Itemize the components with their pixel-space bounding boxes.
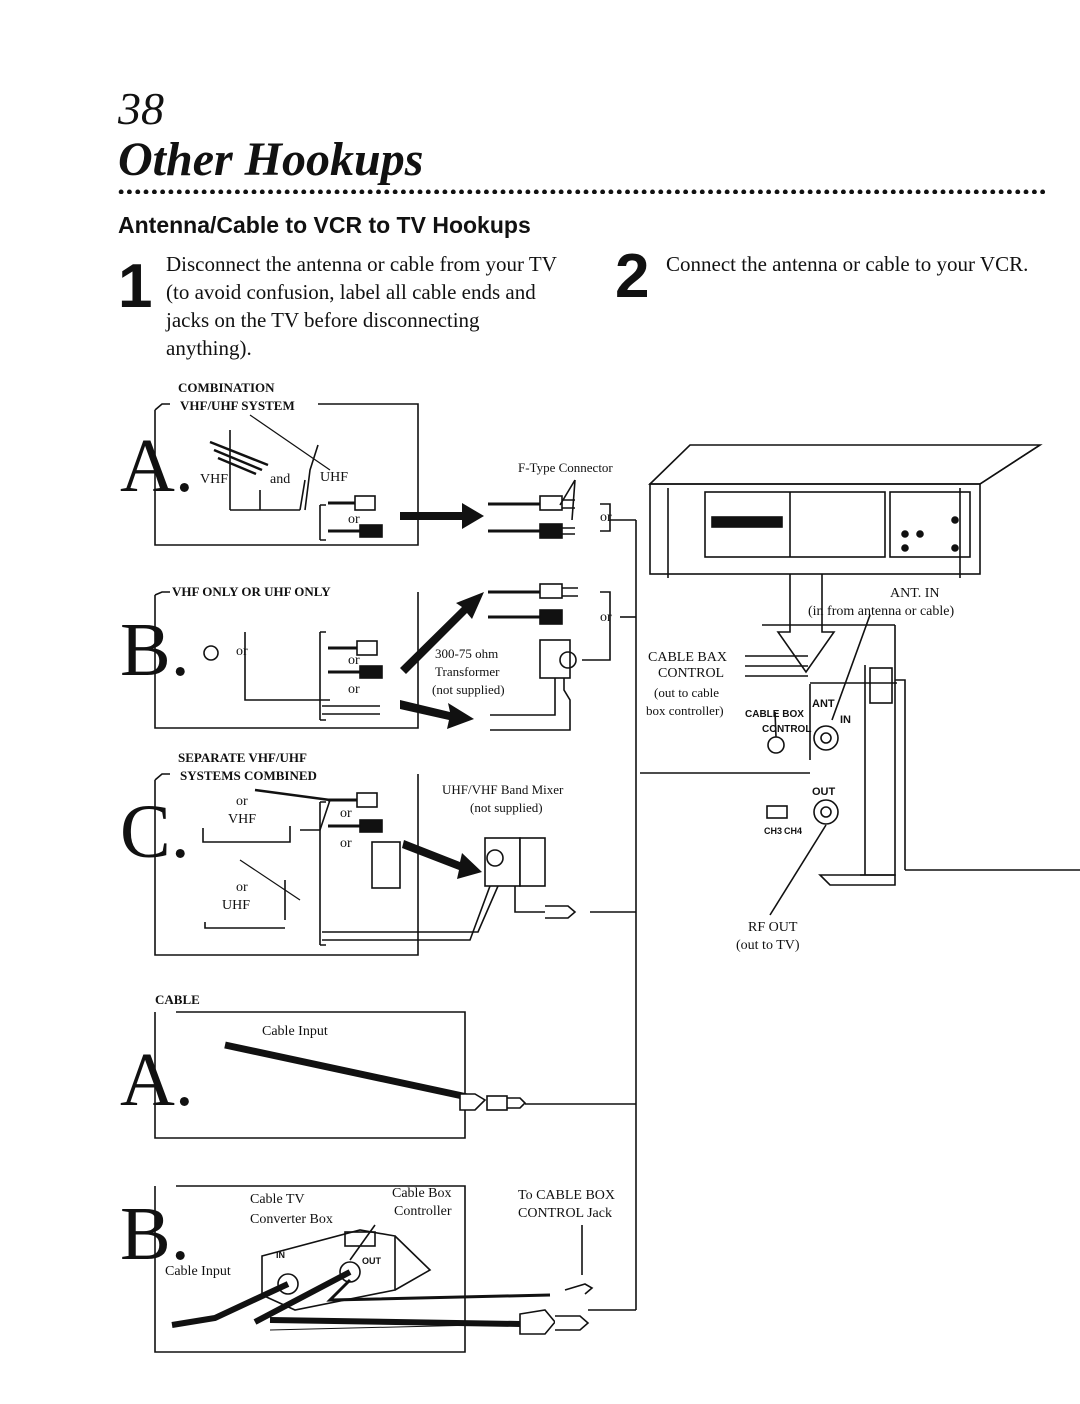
controller-line-2: Controller [394, 1204, 452, 1219]
transformer-line-3: (not supplied) [432, 682, 505, 697]
rf-out-label: RF OUT [748, 920, 798, 935]
vhf-label-c: VHF [228, 812, 257, 827]
or-label-b3: or [348, 682, 360, 697]
section-a-caption-1: COMBINATION [178, 380, 275, 395]
or-label-c2: or [340, 806, 352, 821]
uhf-label-c: UHF [222, 898, 251, 913]
transformer-line-2: Transformer [435, 664, 500, 679]
mixer-line-1: UHF/VHF Band Mixer [442, 782, 564, 797]
or-label-c1: or [236, 794, 248, 809]
or-label-b1: or [236, 644, 248, 659]
cable-box-control-line-4: box controller) [646, 703, 724, 718]
controller-line-1: Cable Box [392, 1186, 452, 1201]
panel-ant-label: ANT [812, 698, 835, 710]
cable-a-input-label: Cable Input [262, 1024, 328, 1039]
converter-box-line-2: Converter Box [250, 1212, 333, 1227]
section-a-caption-2: VHF/UHF SYSTEM [178, 398, 297, 414]
step-2-text: Connect the antenna or cable to your VCR… [666, 252, 1029, 276]
panel-control-label: CONTROL [762, 724, 812, 735]
page-title: Other Hookups [118, 133, 424, 186]
or-label-c4: or [236, 880, 248, 895]
mixer-line-2: (not supplied) [470, 800, 543, 815]
rf-out-note: (out to TV) [736, 938, 800, 953]
cable-b-letter: B. [120, 1192, 190, 1276]
vhf-label: VHF [200, 472, 229, 487]
section-c-caption-2: SYSTEMS COMBINED [178, 768, 319, 784]
vcr-drawing [648, 444, 1043, 578]
section-b-caption: VHF ONLY OR UHF ONLY [170, 584, 333, 600]
cable-a-letter: A. [120, 1038, 194, 1122]
dotted-divider: ••••••••••••••••••••••••••••••••••••••••… [118, 182, 1048, 194]
cable-box-control-line-1: CABLE BAX [648, 650, 727, 665]
section-heading: Antenna/Cable to VCR to TV Hookups [118, 212, 531, 238]
vcr-rear-panel [640, 614, 1080, 916]
step-1-number: 1 [118, 252, 153, 321]
or-label-b4: or [600, 610, 612, 625]
converter-out-label: OUT [362, 1256, 381, 1266]
cable-box-control-line-2: CONTROL [658, 666, 725, 681]
cable-box-control-line-3: (out to cable [654, 685, 719, 700]
step-2-number: 2 [615, 242, 650, 311]
ant-in-label: ANT. IN [890, 586, 940, 601]
or-label-a: or [348, 512, 360, 527]
uhf-label: UHF [320, 470, 349, 485]
section-c-letter: C. [120, 790, 190, 874]
ch3-label: CH3 [764, 826, 783, 836]
section-b-letter: B. [120, 608, 190, 692]
section-a-letter: A. [120, 424, 194, 508]
or-label-b2: or [348, 653, 360, 668]
page-number: 38 [118, 83, 164, 134]
box-a-frame [154, 403, 419, 546]
step-1-text: Disconnect the antenna or cable from you… [166, 252, 557, 360]
ch4-label: CH4 [784, 826, 803, 836]
cable-heading: CABLE [155, 992, 200, 1007]
converter-in-label: IN [276, 1250, 285, 1260]
to-cable-box-line-1: To CABLE BOX [518, 1188, 616, 1203]
panel-in-label: IN [840, 714, 851, 726]
ant-in-note: (in from antenna or cable) [808, 604, 955, 619]
or-label-c3: or [340, 836, 352, 851]
panel-out-label: OUT [812, 786, 836, 798]
to-cable-box-line-2: CONTROL Jack [518, 1206, 612, 1221]
panel-cable-box-label: CABLE BOX [745, 709, 804, 720]
section-c-caption-1: SEPARATE VHF/UHF [178, 750, 307, 765]
transformer-line-1: 300-75 ohm [435, 646, 499, 661]
and-label: and [270, 472, 291, 487]
converter-box-line-1: Cable TV [250, 1192, 305, 1207]
or-label-f: or [600, 510, 612, 525]
cable-b-input-label: Cable Input [165, 1264, 231, 1279]
f-type-connector-label: F-Type Connector [518, 460, 613, 475]
